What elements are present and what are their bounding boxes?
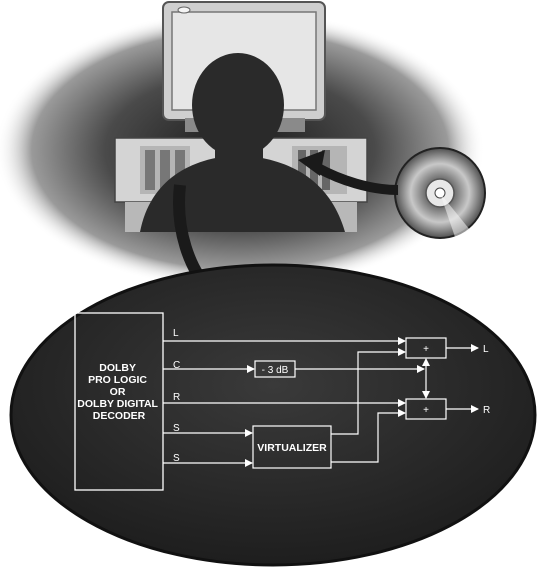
decoder-label-line-4: DOLBY DIGITAL	[77, 398, 158, 410]
channel-label-center: C	[173, 360, 180, 371]
virtualizer-label: VIRTUALIZER	[257, 442, 327, 454]
summer-top-symbol: +	[423, 344, 429, 355]
output-label-right: R	[483, 405, 490, 416]
decoder-label-line-5: DECODER	[93, 410, 146, 422]
attenuator-label: - 3 dB	[262, 365, 289, 376]
channel-label-left: L	[173, 328, 179, 339]
cd-arrow-head	[298, 150, 325, 176]
svg-text:DOLBY PRO LOGIC OR: DOLBY PRO LOGIC OR DOLBY DIGITAL DECODER	[77, 362, 160, 422]
listener-silhouette	[140, 53, 345, 232]
channel-label-right: R	[173, 392, 180, 403]
channel-label-surround-1: S	[173, 423, 180, 434]
decoder-label-line-3: OR	[110, 386, 126, 398]
decoder-label-line-1: DOLBY	[99, 362, 136, 374]
decoder-block	[74, 312, 164, 491]
cd-disc-icon	[394, 147, 486, 239]
summer-bottom-symbol: +	[423, 405, 429, 416]
decoder-label-line-2: PRO LOGIC	[88, 374, 147, 386]
channel-label-surround-2: S	[173, 453, 180, 464]
virtualizer-block	[252, 425, 332, 469]
signal-wires	[163, 337, 479, 467]
block-diagram-oval	[9, 263, 537, 567]
output-label-left: L	[483, 344, 489, 355]
cd-to-console-arrow	[315, 163, 399, 195]
